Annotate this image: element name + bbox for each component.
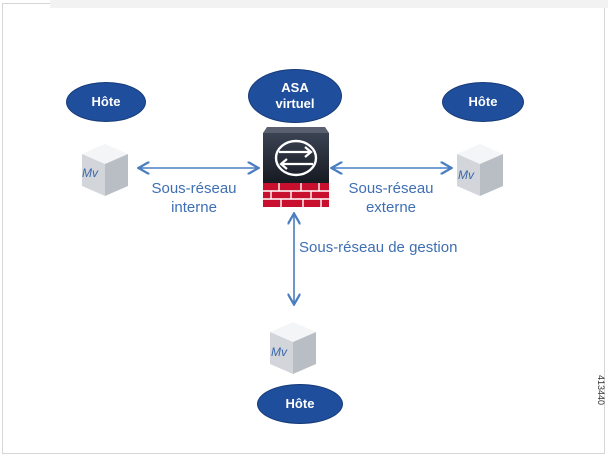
management-subnet-label: Sous-réseau de gestion bbox=[299, 239, 458, 256]
internal-subnet-label: Sous-réseau interne bbox=[138, 179, 250, 217]
internal-subnet-line2: interne bbox=[171, 199, 217, 216]
top-strip bbox=[50, 0, 608, 8]
host-bottom-label: Hôte bbox=[285, 396, 315, 411]
vm-left-label: Mv bbox=[82, 166, 98, 180]
host-left-label: Hôte bbox=[91, 94, 121, 109]
external-subnet-line1: Sous-réseau bbox=[348, 180, 434, 197]
asa-label-line1: ASA bbox=[281, 80, 309, 95]
vm-bottom-label: Mv bbox=[271, 345, 287, 359]
host-right-label: Hôte bbox=[468, 94, 498, 109]
asa-virtual-node: ASA virtuel bbox=[249, 70, 341, 122]
vm-left-icon bbox=[82, 144, 128, 196]
vm-bottom-icon bbox=[270, 322, 316, 374]
figure-id: 413440 bbox=[596, 374, 606, 405]
asa-label-line2: virtuel bbox=[275, 96, 315, 111]
vm-right-icon bbox=[457, 144, 503, 196]
vm-right-label: Mv bbox=[458, 168, 474, 182]
host-left-node: Hôte bbox=[67, 83, 145, 121]
host-right-node: Hôte bbox=[443, 83, 523, 121]
firewall-icon bbox=[263, 127, 329, 207]
external-subnet-line2: externe bbox=[365, 199, 417, 216]
external-subnet-label: Sous-réseau externe bbox=[335, 179, 447, 217]
internal-subnet-line1: Sous-réseau bbox=[151, 180, 237, 197]
host-bottom-node: Hôte bbox=[258, 385, 342, 423]
